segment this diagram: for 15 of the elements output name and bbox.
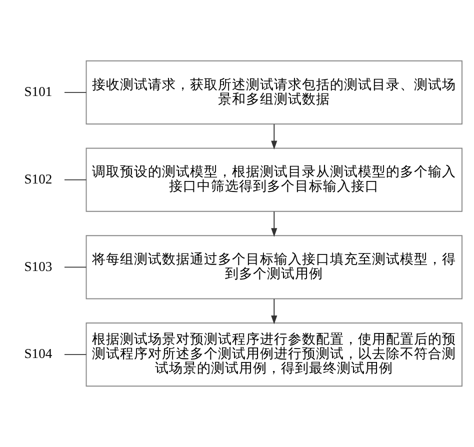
node-box: 接收测试请求，获取所述测试请求包括的测试目录、测试场景和多组测试数据 (86, 60, 462, 124)
connector (64, 92, 87, 93)
connector (64, 354, 87, 356)
node-box: 根据测试场景对预测试程序进行参数配置，使用配置后的预测试程序对所述多个测试用例进行预测试，以去除不符合测试场景的测试用例，得到最终测试用例 (86, 322, 462, 387)
node-text: S103 (24, 258, 52, 274)
connector (64, 179, 87, 180)
connector (64, 266, 87, 268)
node-box: 调取预设的测试模型，根据测试目录从测试模型的多个输入接口中筛选得到多个目标输入接口 (86, 148, 462, 212)
node-box: 将每组测试数据通过多个目标输入接口填充至测试模型，得到多个测试用例 (86, 235, 462, 300)
arrow (271, 124, 278, 150)
arrow (271, 298, 278, 324)
arrow (271, 211, 278, 237)
node-text: S102 (24, 171, 52, 186)
node-text: S101 (24, 84, 52, 100)
node-text: S104 (24, 346, 52, 362)
